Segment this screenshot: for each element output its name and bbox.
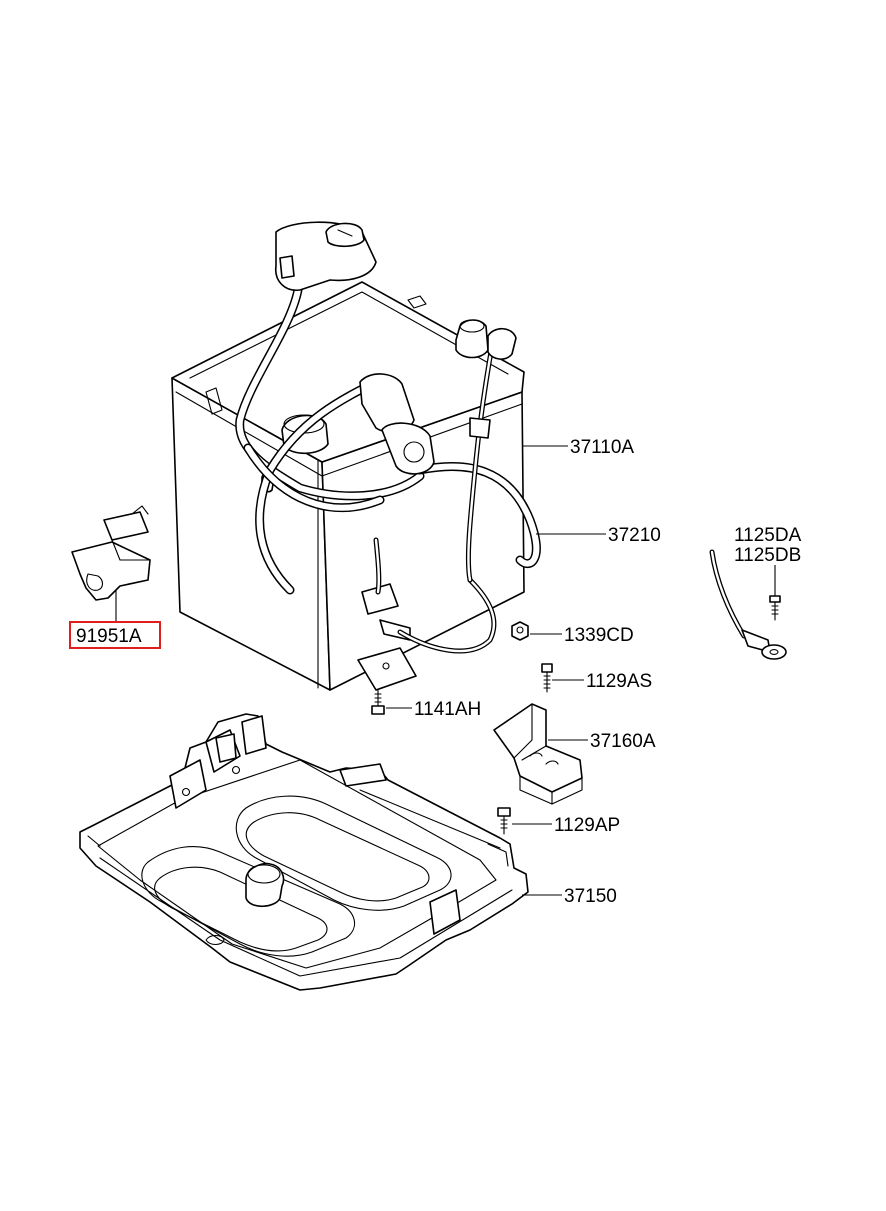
label-ground-bolt-a[interactable]: 1125DA [734,525,802,546]
label-clip-highlighted[interactable]: 91951A [76,626,142,647]
battery [171,281,525,691]
label-battery-cable[interactable]: 37210 [608,525,661,546]
screw-icon [371,689,385,715]
bracket-part [493,703,583,805]
battery-tray [79,713,529,991]
label-tray-bolt[interactable]: 1129AP [554,815,620,836]
tray-bolt-icon [497,807,511,835]
nut-icon [511,621,529,641]
clip-part [71,505,151,601]
ground-bolt-icon [769,595,781,621]
part-labels: 37110A 37210 1125DA 1125DB 1339CD 1129AS… [69,437,802,907]
label-bracket-bolt[interactable]: 1129AS [586,671,652,692]
label-bracket[interactable]: 37160A [590,731,656,752]
battery-cable [235,221,541,691]
highlight-box [69,621,161,649]
leader-lines [115,445,776,896]
label-screw[interactable]: 1141AH [414,699,481,720]
label-battery[interactable]: 37110A [570,437,634,458]
ground-strap [709,549,787,660]
label-tray[interactable]: 37150 [564,886,617,907]
bracket-bolt-icon [541,663,553,693]
label-ground-bolt-b[interactable]: 1125DB [734,545,801,566]
label-nut[interactable]: 1339CD [564,625,634,646]
